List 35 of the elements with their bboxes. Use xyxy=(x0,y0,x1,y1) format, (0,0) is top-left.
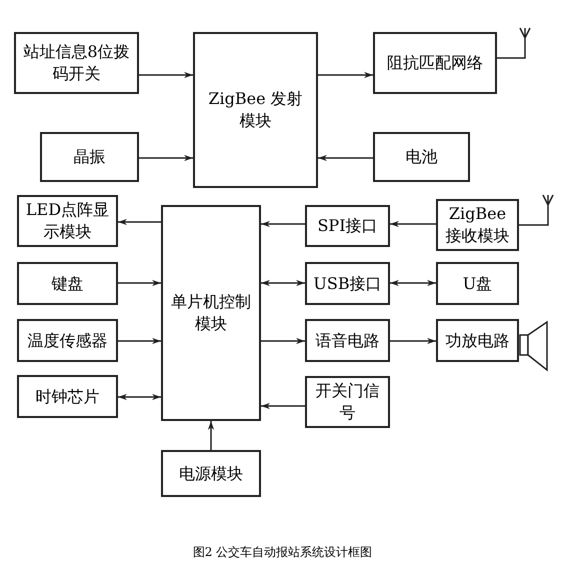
arrow xyxy=(390,338,436,344)
arrow xyxy=(139,154,193,162)
arrow xyxy=(261,280,305,286)
block-box: U盘 xyxy=(436,262,519,305)
block-box: USB接口 xyxy=(305,262,390,305)
block-box: 单片机控制模块 xyxy=(161,205,261,421)
block-box: 开关门信号 xyxy=(305,376,390,428)
arrow xyxy=(318,154,373,162)
block-box: 站址信息8位拨码开关 xyxy=(14,32,139,94)
arrow xyxy=(118,280,161,286)
arrow xyxy=(118,218,161,226)
block-box: ZigBee接收模块 xyxy=(436,199,519,251)
arrow xyxy=(118,394,161,400)
block-box: 电源模块 xyxy=(161,450,261,497)
block-box: 语音电路 xyxy=(305,319,390,362)
block-box: LED点阵显示模块 xyxy=(17,195,118,247)
block-box: SPI接口 xyxy=(305,205,390,247)
block-box: 晶振 xyxy=(40,132,139,182)
block-box: 时钟芯片 xyxy=(17,375,118,418)
arrow xyxy=(261,220,305,228)
block-box: 功放电路 xyxy=(436,319,519,362)
arrow xyxy=(261,338,305,344)
block-box: 电池 xyxy=(373,132,470,182)
arrow xyxy=(390,220,436,228)
arrow xyxy=(318,72,373,78)
arrow xyxy=(390,280,436,286)
block-box: ZigBee 发射模块 xyxy=(193,32,318,188)
arrow xyxy=(139,72,193,78)
block-box: 温度传感器 xyxy=(17,319,118,362)
block-box: 键盘 xyxy=(17,262,118,305)
arrow xyxy=(261,402,305,410)
caption: 图2 公交车自动报站系统设计框图 xyxy=(192,545,372,559)
block-box: 阻抗匹配网络 xyxy=(373,32,497,94)
arrow xyxy=(208,421,214,450)
arrow xyxy=(118,338,161,344)
